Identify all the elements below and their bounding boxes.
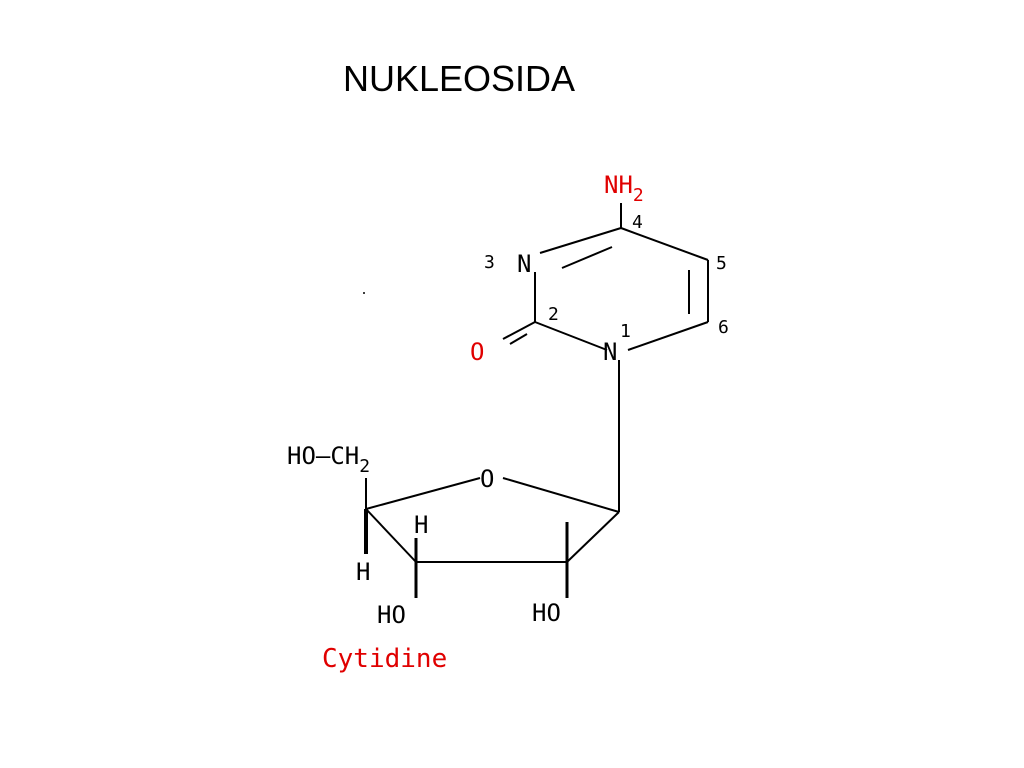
ring-number-2: 2 [548,304,559,325]
ring-number-4: 4 [632,212,643,233]
ho-left-label: HO [377,601,406,629]
h-lower-label: H [356,558,370,586]
bond-c2prime-c1prime [566,511,620,563]
bond-c4prime-c3prime [365,508,417,563]
bond-c6-n1 [627,321,709,351]
hoch2-label: HO–CH2 [287,442,370,477]
h-upper-label: H [414,511,428,539]
bond-n1-c2 [534,321,608,351]
ring-number-1: 1 [620,321,631,342]
bond-o-c4prime [365,477,481,510]
n1-atom: N [603,338,617,366]
ring-number-5: 5 [716,253,727,274]
ring-oxygen: O [480,465,494,493]
molecule-name-label: Cytidine [322,644,447,674]
ring-number-3: 3 [484,252,495,273]
slide-title-wrap: NUKLEOSIDA [343,58,575,100]
ho-right-label: HO [532,599,561,627]
pyrimidine-ring-bonds [502,203,709,512]
bond-c2-o [502,321,536,340]
ribose-ring-bonds [364,477,620,598]
bond-n3-c4 [539,227,622,254]
bond-c4-c5 [620,227,709,261]
amine-label: NH2 [604,171,644,206]
carbonyl-oxygen: O [470,338,484,366]
n3-atom: N [517,250,531,278]
bond-n3-c4-double [561,246,613,269]
stray-dot [363,292,365,294]
bond-c1prime-o [502,477,620,513]
slide-title: NUKLEOSIDA [343,58,576,99]
bond-c2-o-double [509,333,528,345]
ring-number-6: 6 [718,317,729,338]
